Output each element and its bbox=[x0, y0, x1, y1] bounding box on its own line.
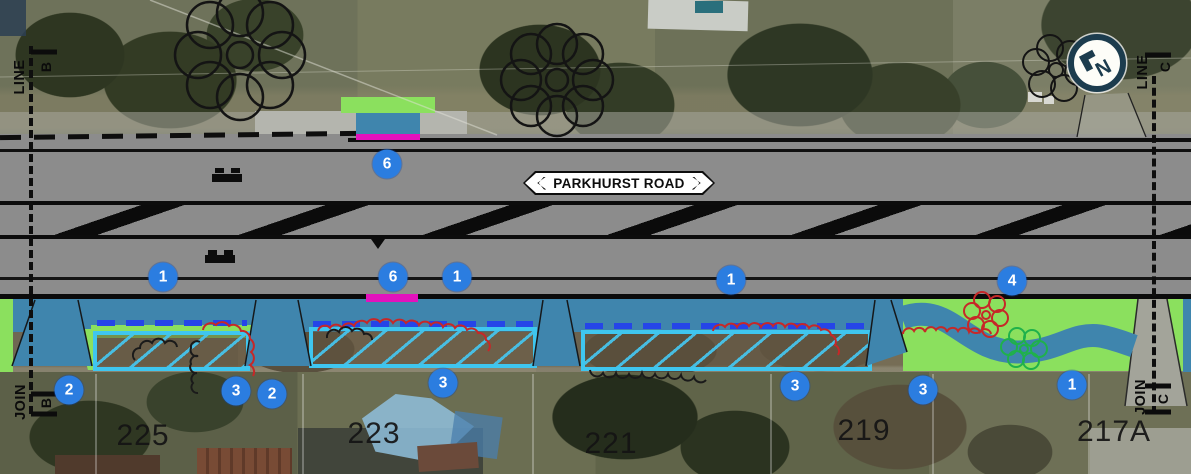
north-arrow-icon: N bbox=[1065, 31, 1129, 95]
bus-stop-marking bbox=[366, 294, 418, 302]
numbered-marker[interactable]: 3 bbox=[221, 376, 251, 406]
median-edge-line bbox=[0, 201, 1191, 205]
match-line-c bbox=[1152, 76, 1156, 414]
house-number: 217A bbox=[1076, 415, 1152, 448]
sign-left-arrow-icon bbox=[537, 177, 546, 190]
grass-verge bbox=[0, 299, 13, 372]
house-number: 223 bbox=[347, 417, 401, 450]
property-boundary bbox=[1088, 374, 1090, 474]
numbered-marker[interactable]: 2 bbox=[54, 375, 84, 405]
station-tick bbox=[1145, 383, 1171, 389]
road-name-sign: PARKHURST ROAD bbox=[523, 171, 715, 195]
property-boundary bbox=[95, 374, 97, 474]
concrete-yard bbox=[1090, 428, 1191, 474]
property-boundary bbox=[770, 374, 772, 474]
median-edge-line bbox=[0, 235, 1191, 239]
bus-stop-verge bbox=[341, 97, 435, 113]
join-c-letter: C bbox=[1155, 393, 1171, 405]
line-b-letter: B bbox=[38, 61, 54, 73]
road-name-text: PARKHURST ROAD bbox=[553, 175, 685, 191]
property-boundary bbox=[532, 374, 534, 474]
join-b-letter: B bbox=[38, 397, 54, 409]
numbered-marker[interactable]: 3 bbox=[428, 368, 458, 398]
shared-path-blue bbox=[1183, 299, 1191, 372]
numbered-marker[interactable]: 3 bbox=[780, 371, 810, 401]
match-line-b bbox=[29, 46, 33, 414]
numbered-marker[interactable]: 3 bbox=[908, 375, 938, 405]
parking-bay bbox=[309, 327, 537, 368]
numbered-marker[interactable]: 1 bbox=[1057, 370, 1087, 400]
bus-stop-marking bbox=[356, 134, 420, 140]
parking-tick-marks bbox=[585, 323, 869, 329]
numbered-marker[interactable]: 4 bbox=[997, 266, 1027, 296]
parking-tick-marks bbox=[313, 321, 533, 327]
station-tick bbox=[31, 391, 57, 397]
property-boundary bbox=[302, 374, 304, 474]
parking-bay bbox=[581, 330, 872, 371]
station-tick bbox=[1145, 52, 1171, 58]
kerb-line bbox=[0, 294, 1191, 299]
property-boundary bbox=[932, 374, 934, 474]
storage-container bbox=[197, 448, 292, 474]
shed bbox=[55, 455, 160, 474]
parking-bay bbox=[93, 331, 250, 371]
grass-verge bbox=[903, 299, 1188, 371]
shed bbox=[1044, 96, 1054, 104]
numbered-marker[interactable]: 1 bbox=[716, 265, 746, 295]
lane-line bbox=[0, 277, 1191, 280]
roof-panel bbox=[695, 1, 723, 13]
shed bbox=[0, 0, 26, 36]
kerb-line bbox=[348, 138, 1191, 142]
median-hatching bbox=[0, 205, 1191, 235]
shed bbox=[1028, 92, 1042, 102]
join-b-label: JOIN bbox=[13, 384, 29, 420]
bus-stop-platform bbox=[356, 113, 420, 134]
storage-container bbox=[417, 441, 479, 473]
numbered-marker[interactable]: 1 bbox=[442, 262, 472, 292]
kerb-line bbox=[0, 149, 1191, 152]
numbered-marker[interactable]: 2 bbox=[257, 379, 287, 409]
house-number: 219 bbox=[837, 414, 891, 447]
station-tick bbox=[1145, 409, 1171, 415]
line-b-label: LINE bbox=[12, 59, 28, 95]
station-tick bbox=[31, 49, 57, 55]
numbered-marker[interactable]: 1 bbox=[148, 262, 178, 292]
station-tick bbox=[31, 411, 57, 417]
line-c-letter: C bbox=[1157, 61, 1173, 73]
numbered-marker[interactable]: 6 bbox=[378, 262, 408, 292]
parking-tick-marks bbox=[97, 320, 247, 326]
house-number: 225 bbox=[116, 419, 170, 452]
house-number: 221 bbox=[584, 427, 638, 460]
numbered-marker[interactable]: 6 bbox=[372, 149, 402, 179]
line-c-label: LINE bbox=[1135, 54, 1151, 90]
sign-right-arrow-icon bbox=[692, 177, 701, 190]
